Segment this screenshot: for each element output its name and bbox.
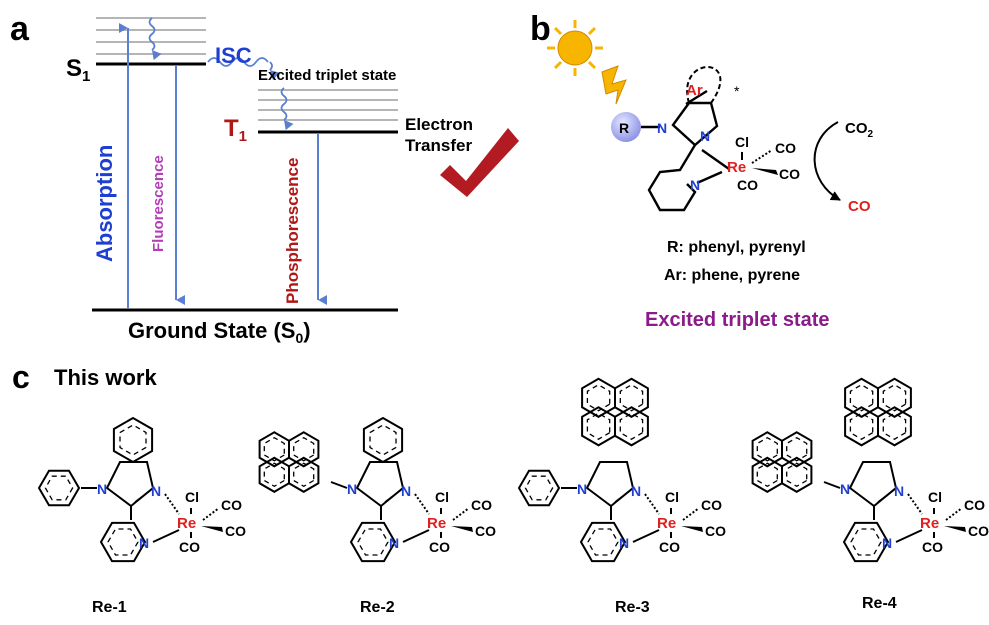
t1-vibrational-levels — [258, 89, 398, 121]
co-ligand-b: CO — [968, 523, 989, 539]
co-ligand-a: CO — [221, 497, 242, 513]
n-imidazole-2: N — [700, 128, 710, 144]
n-imidazole-2: N — [894, 483, 904, 499]
isc-wave — [207, 57, 269, 67]
absorption-label: Absorption — [92, 145, 117, 262]
cl-atom: Cl — [928, 489, 942, 505]
ar-definition: Ar: phene, pyrene — [664, 267, 800, 284]
cl-atom: Cl — [665, 489, 679, 505]
reduction-arrow — [813, 121, 841, 201]
checkmark-icon — [440, 128, 519, 197]
co-ligand-3: CO — [737, 177, 758, 193]
co-ligand-b: CO — [475, 523, 496, 539]
ligand-skeleton — [641, 89, 730, 212]
compound-label: Re-2 — [360, 599, 395, 616]
ground-state-label: Ground State (S0) — [128, 318, 311, 346]
isc-label: ISC — [215, 43, 252, 68]
n-pyridine: N — [690, 177, 700, 193]
co-ligand-a: CO — [701, 497, 722, 513]
compound-label: Re-1 — [92, 599, 127, 616]
phosphorescence-label: Phosphorescence — [283, 158, 302, 304]
s1-relaxation-wave — [148, 17, 162, 61]
excited-triplet-label: Excited triplet state — [258, 67, 396, 84]
panel-letter-a: a — [10, 10, 30, 48]
co-ligand-2: CO — [779, 166, 800, 182]
n-imidazole-1: N — [97, 481, 107, 497]
n-pyridine: N — [619, 535, 629, 551]
cl-atom: Cl — [435, 489, 449, 505]
panel-b-caption: Excited triplet state — [645, 309, 830, 331]
t1-relaxation-wave — [280, 87, 294, 131]
co-ligand-a: CO — [471, 497, 492, 513]
co-ligand-a: CO — [964, 497, 985, 513]
electron-label: Electron — [405, 115, 473, 134]
r-substituent-ball — [611, 112, 641, 142]
co-ligand-b: CO — [225, 523, 246, 539]
n-imidazole-1: N — [577, 481, 587, 497]
t1-label: T1 — [224, 115, 247, 145]
re-atom: Re — [920, 515, 939, 532]
re-atom: Re — [427, 515, 446, 532]
n-pyridine: N — [882, 535, 892, 551]
co-ligand-1: CO — [775, 140, 796, 156]
compound-label: Re-4 — [862, 595, 897, 612]
panel-c-compounds: c This work — [12, 359, 157, 395]
co-product: CO — [848, 198, 871, 215]
transfer-label: Transfer — [405, 136, 472, 155]
panel-b-complex: b R — [530, 10, 874, 331]
n-imidazole-1: N — [347, 481, 357, 497]
r-definition: R: phenyl, pyrenyl — [667, 239, 806, 256]
co-ligand-b: CO — [705, 523, 726, 539]
sun-icon — [547, 20, 603, 76]
re-atom: Re — [177, 515, 196, 532]
r-label: R — [619, 120, 629, 136]
n-imidazole-1: N — [840, 481, 850, 497]
aryl-dashed-ring — [686, 66, 722, 104]
panel-a-jablonski: a S1 ISC Excited triplet state T1 — [10, 10, 519, 346]
n-pyridine: N — [139, 535, 149, 551]
co-ligand-c: CO — [429, 539, 450, 555]
n-imidazole-2: N — [401, 483, 411, 499]
re-atom: Re — [727, 159, 746, 176]
s1-label: S1 — [66, 55, 90, 85]
co-ligand-c: CO — [922, 539, 943, 555]
panel-letter-c: c — [12, 359, 30, 395]
cl-atom: Cl — [735, 134, 749, 150]
n-pyridine: N — [389, 535, 399, 551]
n-imidazole-2: N — [151, 483, 161, 499]
compound-label: Re-3 — [615, 599, 650, 616]
ar-label: Ar — [686, 82, 703, 99]
n-imidazole-2: N — [631, 483, 641, 499]
re-atom: Re — [657, 515, 676, 532]
cl-atom: Cl — [185, 489, 199, 505]
co2-reactant: CO2 — [845, 120, 874, 140]
fluorescence-label: Fluorescence — [150, 155, 167, 252]
co-ligand-c: CO — [179, 539, 200, 555]
panel-c-title: This work — [54, 365, 157, 390]
co-ligand-c: CO — [659, 539, 680, 555]
panel-letter-b: b — [530, 10, 551, 48]
lightning-icon — [601, 65, 627, 105]
n-imidazole-1: N — [657, 120, 667, 136]
excited-star: * — [734, 83, 740, 99]
